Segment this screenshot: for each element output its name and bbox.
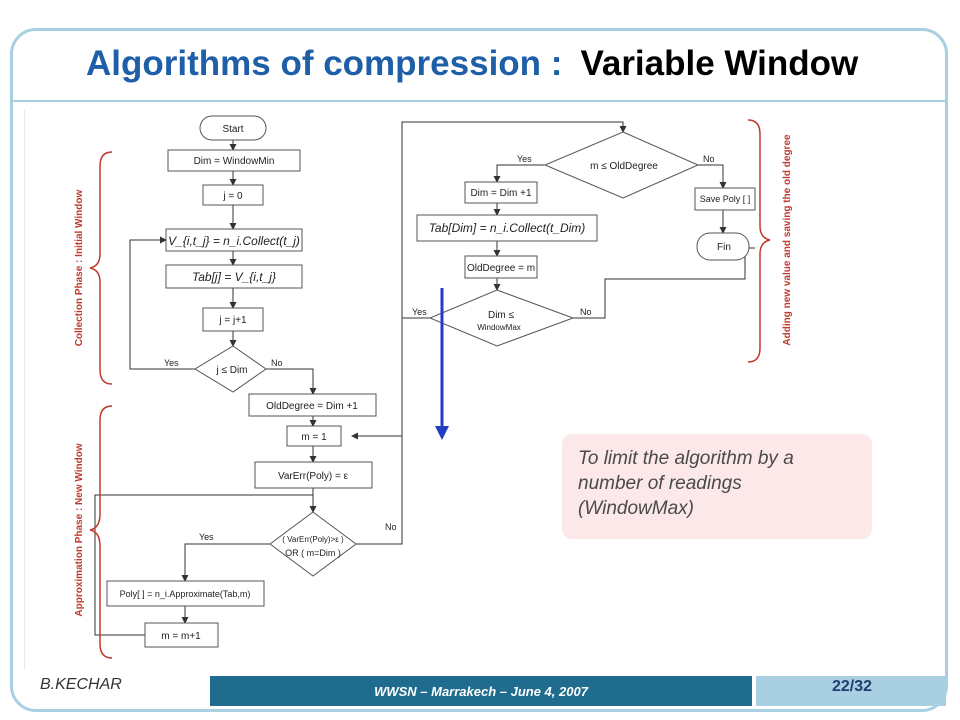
save-poly-box	[694, 187, 756, 211]
no-label-degree: No	[703, 154, 715, 164]
title-sub: Variable Window	[580, 44, 859, 83]
connectors	[94, 121, 755, 636]
start-label: Start	[222, 124, 243, 135]
save-poly-label: Save Poly [ ]	[700, 194, 751, 204]
olddegree-set-label: OldDegree = m	[467, 263, 535, 274]
approximate-box	[106, 580, 265, 607]
m-init-box	[286, 425, 342, 447]
callout-note: To limit the algorithm by a number of re…	[562, 434, 872, 539]
no-label-j: No	[271, 358, 283, 368]
footer-event: WWSN – Marrakech – June 4, 2007	[210, 676, 752, 706]
collection-phase-label: Collection Phase : Initial Window	[74, 189, 85, 346]
m-inc-box	[144, 622, 219, 648]
dim-cond-line-2: WindowMax	[477, 323, 521, 332]
approximate-label: Poly[ ] = n_i.Approximate(Tab,m)	[120, 589, 251, 599]
olddegree-set-box	[464, 255, 538, 279]
varerr-init-label: VarErr(Poly) = ε	[278, 471, 349, 482]
varerr-init-box	[254, 461, 373, 489]
dim-init-box	[167, 149, 301, 172]
adding-phase-label: Adding new value and saving the old degr…	[782, 134, 793, 346]
tab-collect-box	[416, 214, 598, 242]
degree-decision	[543, 131, 700, 199]
j-decision	[194, 345, 267, 393]
tab-assign-label: Tab[j] = V_{i,t_j}	[192, 270, 276, 284]
approx-decision	[269, 511, 357, 577]
j-inc-label: j = j+1	[218, 315, 247, 326]
j-cond-label: j ≤ Dim	[215, 365, 247, 376]
down-arrow-icon	[435, 288, 449, 440]
olddegree-init-label: OldDegree = Dim +1	[266, 401, 358, 412]
tab-collect-label: Tab[Dim] = n_i.Collect(t_Dim)	[429, 221, 586, 235]
slide-frame	[10, 28, 948, 712]
approximation-phase-label: Approximation Phase : New Window	[74, 443, 85, 616]
title-divider	[10, 100, 948, 102]
j-init-label: j = 0	[222, 191, 243, 202]
collect-label: V_{i,t_j} = n_i.Collect(t_j)	[168, 234, 300, 248]
degree-cond-label: m ≤ OldDegree	[590, 161, 658, 172]
footer-author: B.KECHAR	[40, 676, 122, 693]
olddegree-init-box	[248, 393, 377, 417]
fin-label: Fin	[717, 242, 731, 253]
dim-init-label: Dim = WindowMin	[194, 156, 275, 167]
j-inc-box	[202, 307, 264, 332]
cond-line-1: ( VarErr(Poly)>ε )	[282, 535, 344, 544]
slide-title: Algorithms of compression : Variable Wind…	[86, 44, 858, 84]
page-number: 22/32	[831, 678, 873, 695]
fin-node	[696, 232, 750, 261]
no-label-window: No	[580, 307, 592, 317]
approximation-brace	[89, 405, 113, 659]
no-label-approx: No	[385, 522, 397, 532]
yes-label-degree: Yes	[517, 154, 532, 164]
collect-box	[165, 228, 303, 252]
footer-page-box	[756, 676, 946, 706]
collection-brace	[89, 151, 113, 385]
title-main: Algorithms of compression :	[86, 44, 563, 83]
cond-line-2: OR ( m=Dim )	[285, 548, 341, 558]
yes-label-window: Yes	[412, 307, 427, 317]
m-inc-label: m = m+1	[161, 631, 201, 642]
j-init-box	[202, 184, 264, 206]
tab-assign-box	[165, 264, 303, 289]
dim-inc-label: Dim = Dim +1	[470, 188, 532, 199]
yes-label-j: Yes	[164, 358, 179, 368]
yes-label-approx: Yes	[199, 532, 214, 542]
dim-inc-box	[464, 181, 538, 204]
m-init-label: m = 1	[301, 432, 327, 443]
start-node	[199, 115, 267, 141]
dim-cond-line-1: Dim ≤	[488, 310, 515, 321]
adding-brace	[747, 119, 771, 363]
left-divider	[24, 110, 25, 670]
window-decision	[428, 289, 575, 347]
